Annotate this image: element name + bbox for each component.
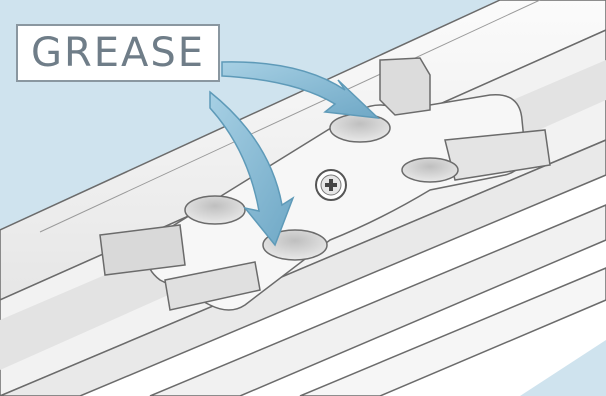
- left-slot: [185, 196, 245, 224]
- grease-label: GREASE: [31, 33, 205, 73]
- right-slot: [402, 158, 458, 182]
- screw-head-icon: [316, 170, 346, 200]
- upper-fork-block: [380, 58, 430, 115]
- upper-grease-slot: [330, 114, 390, 142]
- grease-label-box: GREASE: [16, 24, 220, 82]
